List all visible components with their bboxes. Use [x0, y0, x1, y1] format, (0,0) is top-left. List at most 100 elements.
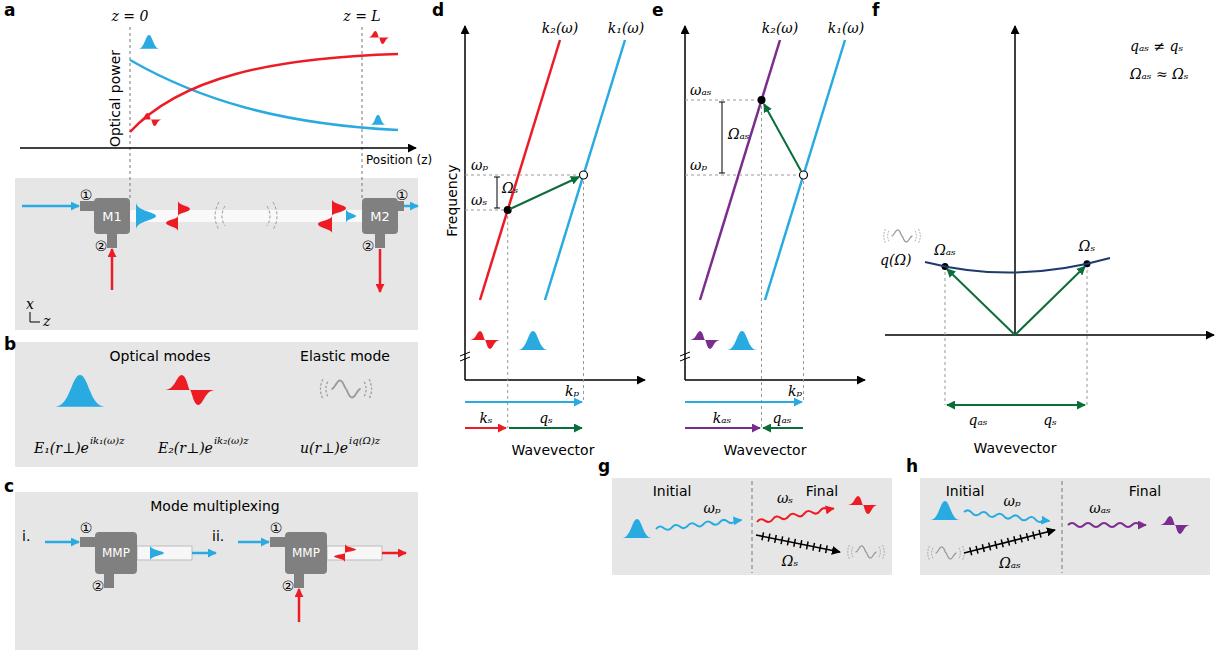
plot-axis [685, 379, 865, 381]
port-number: ② [92, 578, 105, 595]
guide-line [945, 266, 946, 405]
mode-icon [320, 379, 371, 398]
pulse-icon [518, 331, 548, 350]
panel-letter: c [4, 478, 14, 495]
wavevector-label: kₚ [788, 383, 802, 400]
input-arrow [382, 552, 406, 555]
frequency-label: Ωₐₛ [934, 242, 956, 259]
frequency-label: Ωₛ [1079, 238, 1095, 255]
position-axis [20, 148, 416, 149]
panel-letter: d [432, 2, 444, 19]
pulse-icon [848, 545, 885, 559]
node-label: Final [806, 483, 838, 500]
node-label: Initial [946, 483, 985, 500]
plot-axis [464, 26, 466, 380]
axis-label: Frequency [443, 164, 460, 236]
frequency-label: Ωₛ [782, 553, 798, 570]
node-label: Final [1129, 483, 1161, 500]
pulse-icon [370, 115, 386, 125]
wavevector-arrow [947, 404, 1015, 406]
node-label: Elastic mode [300, 348, 390, 365]
port-stub [375, 234, 385, 248]
curve-label: k₂(ω) [762, 20, 798, 37]
dispersion-line [545, 40, 625, 300]
node-label: M2 [370, 209, 390, 224]
panel-ground [15, 492, 418, 650]
mode-icon [165, 375, 215, 405]
pulse-icon [470, 331, 757, 350]
dispersion-line [765, 40, 845, 300]
port-number: ② [362, 238, 375, 255]
position-axis [20, 147, 416, 149]
position-label: z = L [343, 8, 380, 25]
phonon-arrow [756, 530, 1055, 553]
plot-axis [460, 352, 690, 361]
frequency-label: ωₐₛ [690, 82, 711, 99]
pulse-icon [138, 31, 390, 126]
port-stub [270, 537, 285, 547]
axis-label: Wavevector [974, 440, 1057, 457]
formula: u(r⊥)e [300, 440, 348, 457]
power-curve [130, 54, 398, 132]
axis-glyph [30, 312, 40, 322]
port-number: ② [282, 578, 295, 595]
pulse-icon [848, 496, 878, 514]
frequency-bracket [494, 102, 725, 208]
output-waveguide [327, 546, 382, 560]
frequency-bracket [719, 102, 725, 173]
wavevector-arrow [685, 401, 802, 403]
guide-line [761, 100, 762, 428]
pulse-icon [930, 501, 960, 520]
elastic-dispersion [925, 258, 1110, 273]
state-point [504, 206, 512, 214]
panel-box: Mode multiplexingMMPMMP [15, 492, 418, 650]
elastic-wave [215, 202, 277, 230]
input-arrow [45, 541, 79, 544]
frequency-label: ωₚ [471, 157, 488, 174]
phonon-vector [1015, 267, 1085, 336]
guide-line [685, 175, 804, 176]
pulse-icon [1160, 516, 1190, 534]
photon-wave [656, 518, 742, 531]
port-number: ① [80, 520, 93, 537]
node-label: M1 [102, 209, 122, 224]
axis-label: z [43, 313, 50, 330]
mirror-box: M1 [94, 198, 130, 234]
divider [1062, 481, 1063, 573]
mode-profile [318, 199, 346, 233]
item-label: ii. [212, 528, 224, 545]
input-arrow [238, 541, 269, 544]
curve-label: k₁(ω) [828, 20, 864, 37]
phonon-vector [947, 269, 1015, 335]
input-arrow [298, 589, 301, 622]
formula: E₂(r⊥)e [158, 440, 213, 457]
input-arrow [379, 249, 382, 292]
divider [752, 481, 753, 573]
axis-label: Wavevector [512, 442, 595, 459]
pulse-icon [140, 113, 162, 126]
input-arrow [111, 249, 114, 290]
plot-axis [465, 379, 645, 381]
item-label: i. [22, 528, 30, 545]
frequency-bracket [494, 177, 500, 208]
wavevector-arrow [1015, 404, 1085, 406]
port-number: ① [80, 187, 93, 204]
wavevector-label: kₐₛ [713, 410, 731, 427]
phonon-arrow [964, 530, 1055, 553]
relation-label: qₐₛ ≠ qₛ [1130, 38, 1183, 55]
guide-line [1087, 264, 1088, 405]
frequency-label: ωₛ [471, 192, 487, 209]
wavevector-arrow [465, 402, 1085, 428]
panel-letter: h [906, 458, 918, 475]
mode-icon [55, 375, 372, 407]
port-stub [80, 537, 95, 547]
mode-icon [884, 229, 921, 243]
curve-label: k₁(ω) [608, 20, 644, 37]
pulse-icon [622, 519, 652, 538]
position-marker [130, 27, 131, 198]
panel-letter: f [872, 2, 879, 19]
wavevector-label: qₛ [539, 410, 553, 427]
wavevector-label: qₐₛ [773, 410, 792, 427]
guide-line [465, 210, 508, 211]
